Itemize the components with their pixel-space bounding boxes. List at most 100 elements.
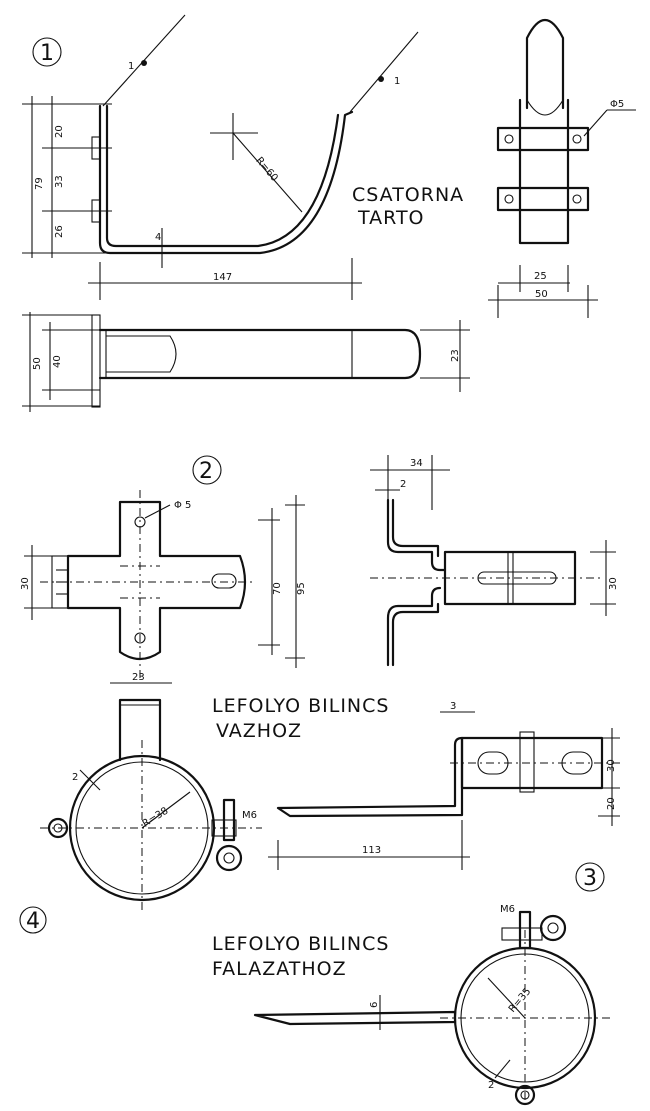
plan-flange — [91, 314, 101, 408]
clamp-neck — [118, 698, 162, 762]
masonry-bolt-eye — [539, 914, 567, 942]
title-fal-line1: LEFOLYO BILINCS — [212, 933, 389, 955]
dim-label-2: 2 — [400, 479, 406, 490]
front-upper-tab — [496, 126, 590, 152]
figure-1-gutter-holder: 1 1 1 R=60 20 33 26 79 4 — [22, 14, 636, 412]
radius-label: R=60 — [253, 155, 279, 184]
dim-label-50-front: 50 — [535, 289, 548, 300]
masonry-bolt-eye-hole — [547, 922, 559, 934]
title-vaz-line1: LEFOLYO BILINCS — [212, 695, 389, 717]
title-fal-line2: FALAZATHOZ — [212, 958, 347, 980]
figure-number-4: 4 — [26, 909, 40, 934]
blank-hole-bottom — [134, 632, 146, 644]
radius-leader — [232, 132, 303, 213]
masonry-bolt — [518, 910, 532, 950]
masonry-bolt-lug — [501, 927, 543, 941]
figure-number-1: 1 — [40, 41, 54, 66]
front-hole-2 — [572, 134, 582, 144]
holder-profile-inner — [105, 104, 340, 248]
masonry-radius-label: R=35 — [507, 986, 533, 1015]
front-hole-4 — [572, 194, 582, 204]
figure-2-clamp: 2 Φ 5 30 70 95 — [20, 455, 619, 680]
clamp-ear-left — [47, 817, 69, 839]
figure-3-masonry-clamp: 3 LEFOLYO BILINCS FALAZATHOZ R=35 M6 2 6 — [212, 862, 610, 1106]
masonry-thick-leader — [494, 1059, 511, 1079]
dim-label-79: 79 — [34, 177, 45, 190]
dim-label-70: 70 — [272, 582, 283, 595]
plan-tongue — [106, 335, 177, 373]
bent-upper-inner — [391, 498, 440, 558]
dim-label-40-plan: 40 — [52, 355, 63, 368]
pointer-label-left: 1 — [128, 61, 134, 72]
figure-number-3: 3 — [583, 866, 597, 891]
bent-lower — [386, 586, 442, 667]
dim-label-33: 33 — [54, 175, 65, 188]
dim-label-113: 113 — [362, 845, 381, 856]
thick-label: 2 — [72, 772, 78, 783]
masonry-bottom-eye-hole — [520, 1090, 530, 1100]
holder-profile-outer — [98, 104, 354, 255]
masonry-bolt-label: M6 — [500, 904, 515, 915]
dim-label-23: 23 — [450, 349, 461, 362]
dim-label-26: 26 — [54, 225, 65, 238]
leader-dot-left — [141, 60, 147, 66]
front-hole-1 — [504, 134, 514, 144]
figure-number-circle-3 — [575, 862, 605, 892]
title-tarto: TARTO — [357, 207, 425, 229]
dim-label-4: 4 — [155, 232, 161, 243]
bent-upper — [386, 498, 447, 572]
ring-radius-label: R=38 — [141, 806, 171, 830]
dim-label-23-neck: 23 — [132, 672, 145, 683]
masonry-thick-label: 2 — [488, 1080, 494, 1091]
plan-body-outline — [98, 328, 422, 380]
blank-outline — [66, 500, 247, 661]
title-csatorna: CSATORNA — [352, 184, 464, 206]
bolt-label-4: M6 — [242, 810, 257, 821]
front-tongue — [525, 19, 565, 110]
leader-dot-right — [378, 76, 384, 82]
dim-label-50-plan: 50 — [32, 357, 43, 370]
hole-label-2: Φ 5 — [174, 500, 191, 511]
figure-number-2: 2 — [199, 459, 213, 484]
front-hole-3 — [504, 194, 514, 204]
dim-label-30-side: 30 — [608, 577, 619, 590]
dim-label-95: 95 — [296, 582, 307, 595]
hole-leader — [583, 109, 608, 137]
hole-label: Φ5 — [610, 99, 624, 110]
front-lower-tab — [496, 186, 590, 212]
figure-4-frame-clamp: 4 LEFOLYO BILINCS VAZHOZ 23 R=38 2 M6 — [19, 672, 620, 934]
front-tongue-curve — [526, 99, 564, 116]
blank-hole-top — [134, 516, 146, 528]
pin-band-seam — [519, 731, 535, 793]
figure-number-circle-1 — [32, 37, 62, 67]
dim-label-20: 20 — [54, 125, 65, 138]
clamp-ear-left-hole — [53, 823, 63, 833]
blank-slot — [211, 573, 237, 589]
dim-label-25: 25 — [534, 271, 547, 282]
dim-label-30-clamp: 30 — [20, 577, 31, 590]
bent-lower-inner — [391, 602, 440, 667]
masonry-shaft — [253, 1010, 457, 1026]
clamp-bolt-eye — [215, 844, 243, 872]
figure-number-circle-2 — [192, 455, 222, 485]
masonry-bottom-eye — [514, 1084, 536, 1106]
masonry-shaft-label: 6 — [369, 1002, 380, 1008]
thick-leader — [79, 769, 101, 791]
clamp-bolt — [222, 798, 236, 842]
dim-label-3: 3 — [450, 701, 456, 712]
title-vaz-line2: VAZHOZ — [216, 720, 302, 742]
pointer-label-right: 1 — [394, 76, 400, 87]
dim-label-20-pin: 20 — [606, 797, 617, 810]
hole-leader-2 — [144, 504, 171, 519]
masonry-radius-leader — [487, 977, 526, 1019]
dim-label-147: 147 — [213, 272, 232, 283]
dim-label-30-pin: 30 — [606, 759, 617, 772]
leader-line-right — [349, 31, 419, 113]
clamp-bolt-eye-hole — [223, 852, 235, 864]
pin-body — [276, 736, 464, 818]
dim-label-34: 34 — [410, 458, 423, 469]
figure-number-circle-4 — [19, 906, 47, 934]
front-body — [518, 98, 570, 245]
ring-radius-leader — [141, 791, 191, 829]
